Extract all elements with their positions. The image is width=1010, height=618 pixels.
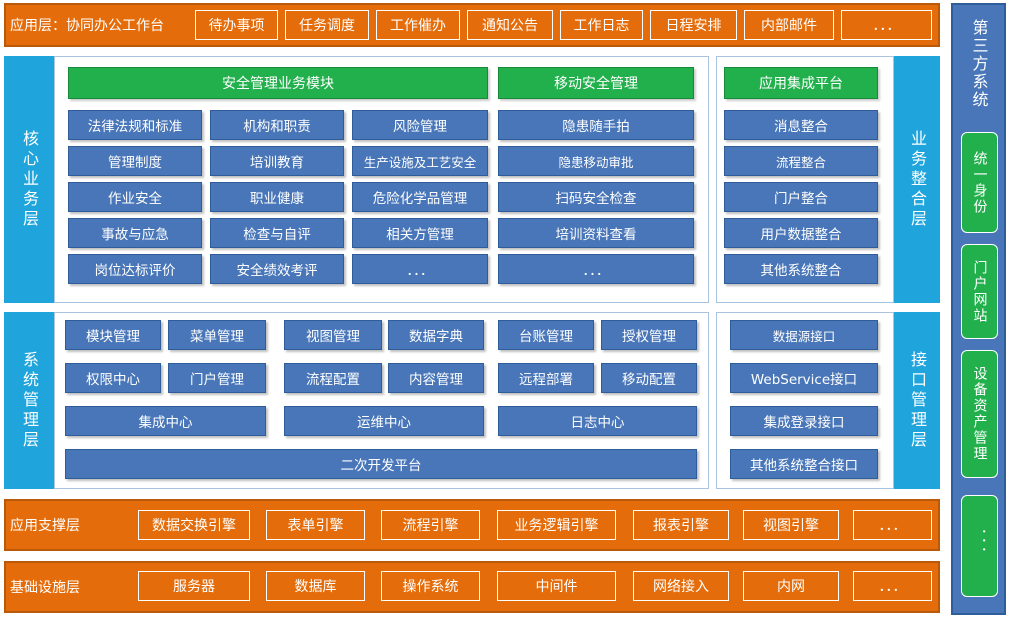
core-layer-label-panel: 核心业务层 — [4, 56, 54, 303]
support-view-engine[interactable]: 视图引擎 — [743, 510, 839, 540]
system-layer-label-panel: 系统管理层 — [4, 312, 54, 489]
support-more[interactable]: ．．． — [853, 510, 932, 540]
support-logic-engine[interactable]: 业务逻辑引擎 — [497, 510, 616, 540]
core-item-related-parties[interactable]: 相关方管理 — [352, 218, 488, 248]
interface-layer-label: 接口管理层 — [908, 350, 927, 451]
core-item-risk[interactable]: 风险管理 — [352, 110, 488, 140]
app-item-more[interactable]: ．．． — [841, 10, 932, 40]
mobile-item-snapshot[interactable]: 隐患随手拍 — [498, 110, 694, 140]
infra-intranet[interactable]: 内网 — [743, 571, 839, 601]
core-item-post-evaluation[interactable]: 岗位达标评价 — [68, 254, 202, 284]
core-item-emergency[interactable]: 事故与应急 — [68, 218, 202, 248]
sys-auth-manage[interactable]: 授权管理 — [601, 320, 697, 350]
app-item-notice[interactable]: 通知公告 — [467, 10, 553, 40]
interface-webservice[interactable]: WebService接口 — [730, 363, 878, 393]
app-item-reminder[interactable]: 工作催办 — [376, 10, 460, 40]
sys-content-manage[interactable]: 内容管理 — [388, 363, 484, 393]
sys-integration-center[interactable]: 集成中心 — [65, 406, 266, 436]
third-party-asset-management[interactable]: 设备资产管理 — [961, 350, 998, 478]
integration-item-other[interactable]: 其他系统整合 — [724, 254, 878, 284]
sys-mobile-config[interactable]: 移动配置 — [601, 363, 697, 393]
infra-layer-title: 基础设施层 — [10, 580, 80, 596]
support-process-engine[interactable]: 流程引擎 — [381, 510, 480, 540]
interface-sso-login[interactable]: 集成登录接口 — [730, 406, 878, 436]
core-item-hazardous-chemicals[interactable]: 危险化学品管理 — [352, 182, 488, 212]
sys-ledger-manage[interactable]: 台账管理 — [498, 320, 594, 350]
sys-menu-manage[interactable]: 菜单管理 — [168, 320, 266, 350]
integration-platform-header: 应用集成平台 — [724, 67, 878, 99]
application-layer-title: 应用层：协同办公工作台 — [10, 18, 164, 34]
sys-portal-manage[interactable]: 门户管理 — [168, 363, 266, 393]
core-item-facility-safety[interactable]: 生产设施及工艺安全 — [352, 146, 488, 176]
mobile-safety-header: 移动安全管理 — [498, 67, 694, 99]
core-item-organization[interactable]: 机构和职责 — [210, 110, 344, 140]
support-form-engine[interactable]: 表单引擎 — [266, 510, 365, 540]
system-layer-label: 系统管理层 — [20, 350, 39, 451]
safety-module-header: 安全管理业务模块 — [68, 67, 488, 99]
infra-more[interactable]: ．．． — [853, 571, 932, 601]
core-item-more[interactable]: ．．． — [352, 254, 488, 284]
support-data-exchange[interactable]: 数据交换引擎 — [138, 510, 250, 540]
core-item-inspection[interactable]: 检查与自评 — [210, 218, 344, 248]
app-item-schedule[interactable]: 日程安排 — [650, 10, 737, 40]
third-party-more[interactable]: ．．． — [961, 495, 998, 597]
app-item-todo[interactable]: 待办事项 — [195, 10, 278, 40]
mobile-item-training-docs[interactable]: 培训资料查看 — [498, 218, 694, 248]
sys-data-dictionary[interactable]: 数据字典 — [388, 320, 484, 350]
core-item-performance[interactable]: 安全绩效考评 — [210, 254, 344, 284]
sys-remote-deploy[interactable]: 远程部署 — [498, 363, 594, 393]
core-item-rules[interactable]: 管理制度 — [68, 146, 202, 176]
infra-middleware[interactable]: 中间件 — [497, 571, 616, 601]
infra-network[interactable]: 网络接入 — [633, 571, 729, 601]
third-party-unified-identity[interactable]: 统一身份 — [961, 132, 998, 233]
mobile-item-more[interactable]: ．．． — [498, 254, 694, 284]
infra-database[interactable]: 数据库 — [266, 571, 365, 601]
sys-process-config[interactable]: 流程配置 — [284, 363, 382, 393]
core-item-work-safety[interactable]: 作业安全 — [68, 182, 202, 212]
sys-dev-platform[interactable]: 二次开发平台 — [65, 449, 697, 479]
mobile-item-scan-check[interactable]: 扫码安全检查 — [498, 182, 694, 212]
core-layer-label: 核心业务层 — [20, 129, 39, 230]
sys-permission-center[interactable]: 权限中心 — [65, 363, 161, 393]
infra-server[interactable]: 服务器 — [138, 571, 250, 601]
app-item-internal-mail[interactable]: 内部邮件 — [744, 10, 834, 40]
integration-item-portal[interactable]: 门户整合 — [724, 182, 878, 212]
integration-label-panel: 业务整合层 — [894, 56, 940, 303]
third-party-title-wrap: 第三方系统 — [951, 8, 1006, 120]
sys-view-manage[interactable]: 视图管理 — [284, 320, 382, 350]
sys-log-center[interactable]: 日志中心 — [498, 406, 697, 436]
interface-other-systems[interactable]: 其他系统整合接口 — [730, 449, 878, 479]
integration-item-message[interactable]: 消息整合 — [724, 110, 878, 140]
sys-ops-center[interactable]: 运维中心 — [284, 406, 484, 436]
integration-item-process[interactable]: 流程整合 — [724, 146, 878, 176]
infra-os[interactable]: 操作系统 — [381, 571, 480, 601]
app-item-task-dispatch[interactable]: 任务调度 — [285, 10, 369, 40]
app-item-work-log[interactable]: 工作日志 — [560, 10, 643, 40]
core-item-laws[interactable]: 法律法规和标准 — [68, 110, 202, 140]
mobile-item-approval[interactable]: 隐患移动审批 — [498, 146, 694, 176]
third-party-portal-site[interactable]: 门户网站 — [961, 244, 998, 339]
core-item-training[interactable]: 培训教育 — [210, 146, 344, 176]
interface-datasource[interactable]: 数据源接口 — [730, 320, 878, 350]
support-layer-title: 应用支撑层 — [10, 518, 80, 534]
integration-item-user-data[interactable]: 用户数据整合 — [724, 218, 878, 248]
third-party-title: 第三方系统 — [969, 19, 989, 109]
support-report-engine[interactable]: 报表引擎 — [633, 510, 729, 540]
integration-layer-label: 业务整合层 — [908, 129, 927, 230]
core-item-occupational-health[interactable]: 职业健康 — [210, 182, 344, 212]
sys-module-manage[interactable]: 模块管理 — [65, 320, 161, 350]
interface-label-panel: 接口管理层 — [894, 312, 940, 489]
